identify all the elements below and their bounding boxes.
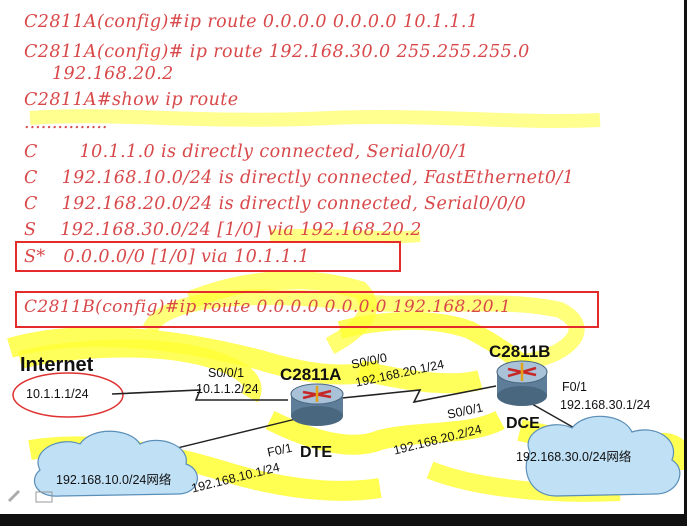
dte-label: DTE	[300, 444, 332, 461]
cmd-line-b: C2811B(config)#ip route 0.0.0.0 0.0.0.0 …	[24, 297, 512, 317]
internet-circle	[12, 372, 124, 418]
cmd-line-2: C2811A(config)# ip route 192.168.30.0 25…	[24, 42, 530, 62]
window-edge-right	[684, 0, 687, 526]
internet-ip-label: 10.1.1.1/24	[26, 387, 89, 401]
router-b-icon	[496, 360, 548, 406]
dce-label: DCE	[506, 415, 540, 432]
pen-tool-icon	[8, 490, 20, 502]
slide-thumb-icon	[35, 491, 53, 503]
route-line-2: C 192.168.10.0/24 is directly connected,…	[24, 168, 575, 188]
route-line-1: C 10.1.1.0 is directly connected, Serial…	[24, 142, 469, 162]
cmd-line-5: ...............	[24, 113, 108, 133]
serial-link-a-b	[341, 385, 497, 404]
route-line-4: S 192.168.30.0/24 [1/0] via 192.168.20.2	[24, 220, 422, 240]
cmd-line-1: C2811A(config)#ip route 0.0.0.0 0.0.0.0 …	[24, 12, 479, 32]
highlight-box-default-route	[15, 241, 401, 272]
route-line-3: C 192.168.20.0/24 is directly connected,…	[24, 194, 527, 214]
b-f01-label: F0/1	[562, 380, 588, 394]
serial-link-internet	[111, 389, 288, 401]
router-a-icon	[290, 383, 344, 426]
a-s001-label: S0/0/1	[208, 366, 245, 380]
a-s001-ip-label: 10.1.1.2/24	[196, 382, 259, 396]
lan-a-cloud	[34, 430, 198, 497]
lan-a-label: 192.168.10.0/24网络	[56, 473, 172, 487]
lan-b-label: 192.168.30.0/24网络	[516, 450, 632, 464]
internet-label: Internet	[20, 354, 94, 376]
highlight-box-c2811b-command	[15, 291, 599, 328]
window-edge-bottom	[0, 514, 687, 526]
b-f01-ip-label: 192.168.30.1/24	[560, 398, 651, 412]
router-b-label: C2811B	[489, 342, 551, 361]
router-a-label: C2811A	[280, 365, 342, 384]
lan-b-cloud	[525, 415, 681, 497]
cmd-line-3: 192.168.20.2	[52, 64, 174, 84]
cmd-line-4: C2811A#show ip route	[24, 90, 239, 110]
route-line-default: S* 0.0.0.0/0 [1/0] via 10.1.1.1	[24, 247, 310, 267]
